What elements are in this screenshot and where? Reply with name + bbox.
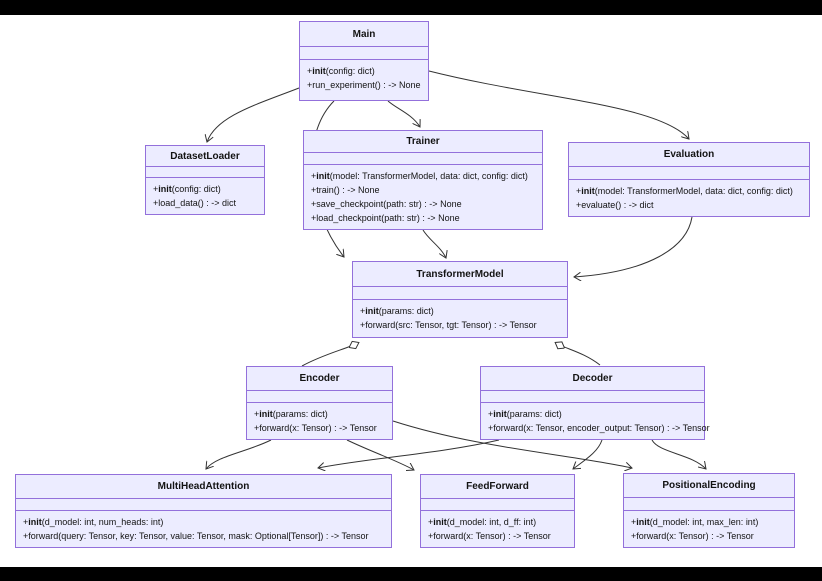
class-attributes-Evaluation	[569, 167, 809, 180]
method-line: +forward(x: Tensor, encoder_output: Tens…	[488, 423, 710, 433]
class-title-TransformerModel: TransformerModel	[353, 262, 567, 287]
letterbox-bottom	[0, 567, 822, 581]
class-Encoder: Encoder +init(params: dict) +forward(x: Te…	[246, 366, 393, 440]
edge-Main-Evaluation	[428, 70, 689, 139]
class-methods-Encoder: +init(params: dict) +forward(x: Tensor) :…	[247, 403, 392, 439]
class-attributes-FeedForward	[421, 499, 574, 511]
class-FeedForward: FeedForward +init(d_model: int, d_ff: int…	[420, 474, 575, 548]
method-line: +load_data() : -> dict	[153, 198, 237, 208]
method-line: +init(params: dict)	[488, 409, 562, 419]
class-title-Encoder: Encoder	[247, 367, 392, 391]
method-line: +forward(query: Tensor, key: Tensor, val…	[23, 531, 369, 541]
edge-Decoder-PositionalEncoding	[651, 439, 706, 469]
class-attributes-Decoder	[481, 391, 704, 403]
class-methods-TransformerModel: +init(params: dict) +forward(src: Tensor,…	[353, 300, 567, 337]
method-line: +train() : -> None	[311, 185, 380, 195]
class-title-Trainer: Trainer	[304, 131, 542, 154]
method-line: +init(model: TransformerModel, data: dic…	[311, 171, 528, 181]
edge-TransformerModel-Encoder	[301, 343, 358, 367]
edge-Decoder-MultiHeadAttention	[318, 439, 500, 468]
method-line: +init(config: dict)	[307, 66, 375, 76]
class-title-FeedForward: FeedForward	[421, 475, 574, 499]
method-line: +init(config: dict)	[153, 184, 221, 194]
class-methods-Evaluation: +init(model: TransformerModel, data: dic…	[569, 180, 809, 216]
class-TransformerModel: TransformerModel +init(params: dict) +forw…	[352, 261, 568, 338]
method-line: +save_checkpoint(path: str) : -> None	[311, 199, 462, 209]
method-line: +run_experiment() : -> None	[307, 80, 421, 90]
class-attributes-Encoder	[247, 391, 392, 403]
method-line: +forward(x: Tensor) : -> Tensor	[631, 531, 754, 541]
method-line: +forward(x: Tensor) : -> Tensor	[428, 531, 551, 541]
class-attributes-DatasetLoader	[146, 167, 264, 178]
edge-Encoder-MultiHeadAttention	[206, 439, 272, 469]
method-line: +init(model: TransformerModel, data: dic…	[576, 186, 793, 196]
class-methods-DatasetLoader: +init(config: dict) +load_data() : -> dic…	[146, 178, 264, 214]
class-methods-Trainer: +init(model: TransformerModel, data: dic…	[304, 165, 542, 229]
method-line: +forward(x: Tensor) : -> Tensor	[254, 423, 377, 433]
class-attributes-Main	[300, 47, 428, 60]
class-attributes-Trainer	[304, 153, 542, 165]
class-methods-MultiHeadAttention: +init(d_model: int, num_heads: int) +forw…	[16, 511, 391, 547]
class-DatasetLoader: DatasetLoader +init(config: dict) +load_da…	[145, 145, 265, 215]
class-attributes-TransformerModel	[353, 287, 567, 300]
method-line: +init(d_model: int, d_ff: int)	[428, 517, 537, 527]
edge-TransformerModel-Decoder	[556, 343, 601, 366]
edge-Trainer-TransformerModel	[422, 229, 446, 258]
class-attributes-MultiHeadAttention	[16, 499, 391, 511]
edge-Encoder-FeedForward	[346, 439, 414, 470]
class-title-PositionalEncoding: PositionalEncoding	[624, 474, 794, 499]
class-PositionalEncoding: PositionalEncoding +init(d_model: int, ma…	[623, 473, 795, 548]
class-methods-PositionalEncoding: +init(d_model: int, max_len: int) +forwar…	[624, 511, 794, 547]
class-title-DatasetLoader: DatasetLoader	[146, 146, 264, 167]
class-methods-Decoder: +init(params: dict) +forward(x: Tensor, e…	[481, 403, 710, 439]
edge-Evaluation-TransformerModel	[574, 216, 693, 277]
class-methods-FeedForward: +init(d_model: int, d_ff: int) +forward(x…	[421, 511, 574, 547]
class-Decoder: Decoder +init(params: dict) +forward(x: Te…	[480, 366, 710, 440]
class-Evaluation: Evaluation +init(model: TransformerModel,…	[568, 142, 810, 217]
edge-Decoder-FeedForward	[573, 439, 603, 469]
class-title-MultiHeadAttention: MultiHeadAttention	[16, 475, 391, 499]
class-Main: Main +init(config: dict) +run_experiment()…	[299, 21, 429, 101]
method-line: +evaluate() : -> dict	[576, 200, 654, 210]
edge-Main-DatasetLoader	[207, 87, 300, 142]
method-line: +forward(src: Tensor, tgt: Tensor) : -> …	[360, 320, 537, 330]
method-line: +init(params: dict)	[254, 409, 328, 419]
letterbox-top	[0, 0, 822, 15]
edge-Main-Trainer	[387, 100, 420, 127]
method-line: +init(params: dict)	[360, 306, 434, 316]
class-attributes-PositionalEncoding	[624, 498, 794, 511]
edge-Encoder-PositionalEncoding	[392, 420, 632, 468]
class-MultiHeadAttention: MultiHeadAttention +init(d_model: int, nu…	[15, 474, 392, 548]
class-title-Decoder: Decoder	[481, 367, 704, 391]
method-line: +init(d_model: int, max_len: int)	[631, 517, 759, 527]
class-title-Evaluation: Evaluation	[569, 143, 809, 168]
method-line: +load_checkpoint(path: str) : -> None	[311, 213, 460, 223]
class-methods-Main: +init(config: dict) +run_experiment() : -…	[300, 60, 428, 100]
class-title-Main: Main	[300, 22, 428, 47]
class-Trainer: Trainer +init(model: TransformerModel, da…	[303, 130, 543, 230]
method-line: +init(d_model: int, num_heads: int)	[23, 517, 164, 527]
